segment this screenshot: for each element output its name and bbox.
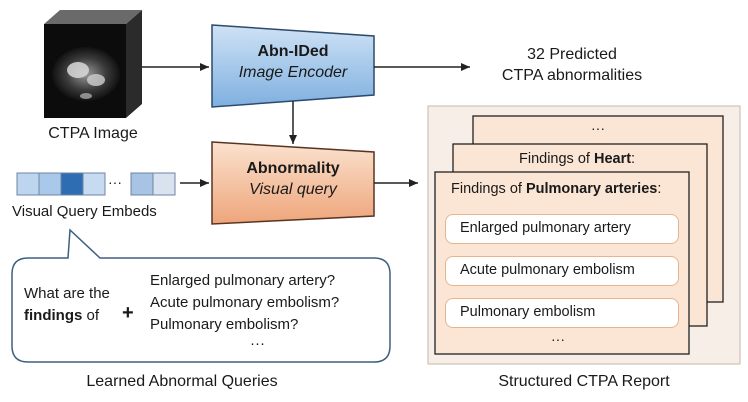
report-items-ellipsis: ··· <box>551 331 565 347</box>
callout-ellipsis: ··· <box>250 335 265 352</box>
structured-report-label: Structured CTPA Report <box>498 373 670 390</box>
report-back-ellipsis: ··· <box>591 120 605 136</box>
embeds-ellipsis: ··· <box>108 174 122 190</box>
learned-queries-label: Learned Abnormal Queries <box>86 373 278 390</box>
callout-question-1: Enlarged pulmonary artery? <box>150 272 336 289</box>
finding-item: Pulmonary embolism <box>445 298 679 328</box>
heading-pulmonary-bold: Pulmonary arteries <box>525 181 658 197</box>
embed-cell <box>82 172 106 196</box>
embed-cell <box>152 172 176 196</box>
embed-cell <box>130 172 154 196</box>
encoder-title: Abn-IDed <box>257 43 329 60</box>
learned-queries-callout <box>11 228 391 363</box>
embed-cell <box>60 172 84 196</box>
embed-cell <box>38 172 62 196</box>
ctpa-image-label: CTPA Image <box>48 125 138 142</box>
callout-line1: What are the <box>24 285 110 302</box>
heading-suffix: : <box>657 181 662 197</box>
finding-item: Enlarged pulmonary artery <box>445 214 679 244</box>
embeds-label: Visual Query Embeds <box>12 203 157 220</box>
report-pulmonary-heading: Findings of Pulmonary arteries: <box>451 181 661 197</box>
callout-findings-bold: findings <box>24 307 83 324</box>
finding-item: Acute pulmonary embolism <box>445 256 679 286</box>
callout-question-2: Acute pulmonary embolism? <box>150 294 340 311</box>
predicted-line2: CTPA abnormalities <box>501 67 643 84</box>
heading-suffix: : <box>631 151 636 167</box>
heading-prefix: Findings of <box>451 181 526 197</box>
callout-of: of <box>86 307 100 324</box>
abn-ided-encoder-box <box>211 24 375 108</box>
encoder-subtitle: Image Encoder <box>238 64 348 81</box>
heading-heart-bold: Heart <box>593 151 632 167</box>
query-title: Abnormality <box>246 160 340 177</box>
predicted-line1: 32 Predicted <box>527 46 617 63</box>
query-subtitle: Visual query <box>249 181 337 198</box>
ctpa-image-cube <box>44 10 142 118</box>
embed-cell <box>16 172 40 196</box>
visual-query-embeds <box>16 172 176 196</box>
heading-prefix: Findings of <box>519 151 594 167</box>
abnormality-visual-query-box <box>211 141 375 225</box>
callout-question-3: Pulmonary embolism? <box>150 316 299 333</box>
report-heart-heading: Findings of Heart: <box>519 151 635 167</box>
callout-plus: + <box>122 302 134 324</box>
callout-line2: findings of <box>24 307 99 324</box>
